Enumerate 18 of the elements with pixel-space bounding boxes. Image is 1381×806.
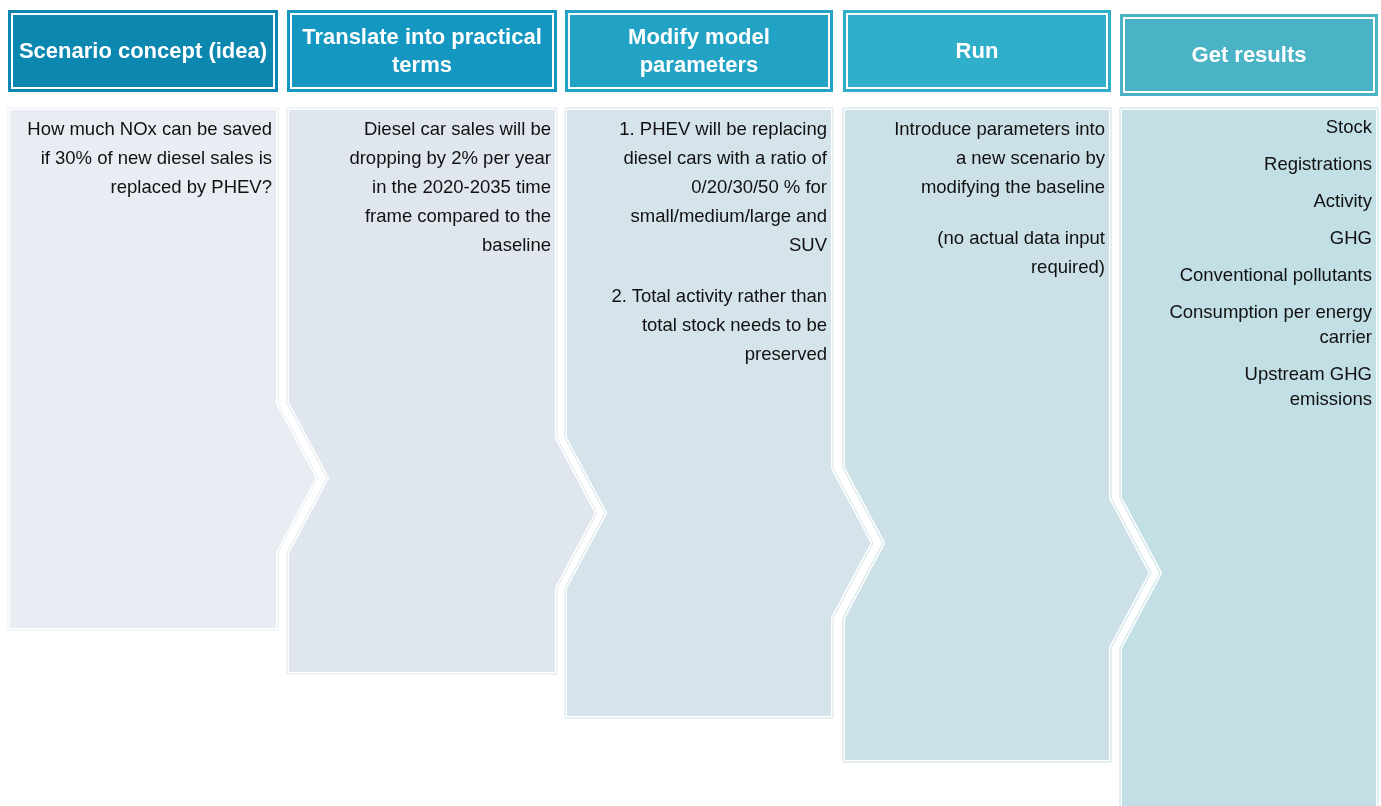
step-header: Scenario concept (idea) <box>8 10 278 92</box>
step-header: Run <box>843 10 1111 92</box>
step-header: Modify model parameters <box>565 10 833 92</box>
step-text: How much NOx can be saved if 30% of new diesel sales is replaced by PHEV? <box>26 117 272 199</box>
step-text: Stock <box>1324 115 1372 139</box>
step-text: Upstream GHG emissions <box>1243 362 1372 411</box>
step-text: (no actual data input required) <box>936 226 1105 279</box>
step-text: Diesel car sales will be dropping by 2% per year in the 2020-2035 time frame compared to the baseline <box>348 117 551 257</box>
step-text: Introduce parameters into a new scenario by modifying the baseline <box>893 117 1105 199</box>
step-text: Consumption per energy carrier <box>1168 300 1372 349</box>
step-text: 1. PHEV will be replacing diesel cars with a ratio of 0/20/30/50 % for small/medium/large and SUV <box>618 117 827 257</box>
step-header: Translate into practical terms <box>287 10 557 92</box>
step-text: Activity <box>1312 189 1372 213</box>
step-text: GHG <box>1328 226 1372 250</box>
step-header: Get results <box>1120 14 1378 96</box>
step-text: 2. Total activity rather than total stock needs to be preserved <box>610 284 827 366</box>
step-text: Registrations <box>1263 152 1372 176</box>
step-text: Conventional pollutants <box>1178 263 1372 287</box>
